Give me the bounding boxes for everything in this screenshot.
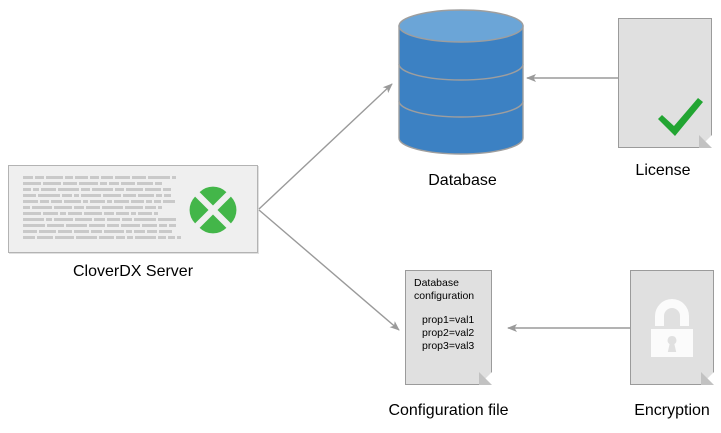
configuration-file-node[interactable]: Database configuration prop1=val1 prop2=… — [405, 270, 492, 385]
clover-logo-icon — [189, 186, 237, 234]
config-property-list: prop1=val1 prop2=val2 prop3=val3 — [414, 314, 487, 353]
page-fold-shadow — [479, 372, 492, 385]
cloverdx-server-node[interactable] — [8, 165, 258, 253]
config-property: prop1=val1 — [422, 314, 475, 326]
texture-line — [23, 224, 181, 227]
server-text-lines-texture — [23, 176, 181, 244]
texture-line — [23, 182, 181, 185]
config-title-line2: configuration — [414, 290, 475, 302]
texture-line — [23, 230, 181, 233]
texture-line — [23, 200, 181, 203]
page-fold-shadow — [701, 372, 714, 385]
texture-line — [23, 236, 181, 239]
config-property: prop2=val2 — [422, 327, 475, 339]
configuration-file-contents: Database configuration prop1=val1 prop2=… — [414, 277, 487, 353]
padlock-icon — [651, 298, 693, 357]
texture-line — [23, 188, 181, 191]
license-label: License — [635, 162, 691, 179]
texture-line — [23, 212, 181, 215]
database-label: Database — [428, 172, 497, 189]
edge-server-to-config-file — [258, 209, 400, 331]
license-document-node[interactable] — [618, 18, 712, 148]
configuration-file-label: Configuration file — [388, 402, 509, 419]
encryption-label: Encryption — [634, 402, 710, 419]
config-property: prop3=val3 — [422, 340, 475, 352]
cloverdx-server-label: CloverDX Server — [72, 263, 194, 280]
texture-line — [23, 218, 181, 221]
texture-line — [23, 176, 181, 179]
texture-line — [23, 206, 181, 209]
edge-server-to-database — [258, 83, 393, 210]
page-fold-shadow — [699, 135, 712, 148]
texture-line — [23, 194, 181, 197]
encryption-document-node[interactable] — [630, 270, 714, 385]
check-mark-icon — [658, 98, 703, 136]
config-title-line1: Database — [414, 277, 459, 289]
database-cylinder-node[interactable] — [397, 8, 525, 156]
